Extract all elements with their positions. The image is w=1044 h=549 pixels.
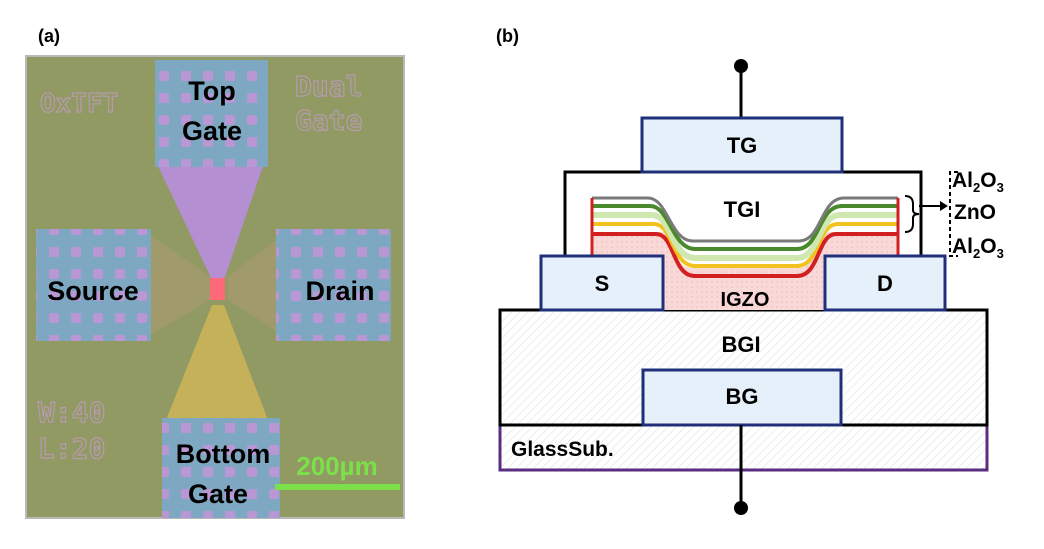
mask-text-width: W:40: [38, 396, 105, 429]
layer-light-green: [592, 212, 898, 261]
igzo-label: IGZO: [721, 289, 770, 311]
source-electrode-label: S: [595, 271, 610, 296]
bottom-gate-label-1: Bottom: [176, 439, 270, 469]
micrograph: OxTFT Dual Gate W:40 L:20 Top Gate Sourc…: [25, 55, 405, 519]
tg-label: TG: [727, 133, 758, 158]
al2o3-top-label: Al2O3: [952, 169, 1004, 195]
zno-label: ZnO: [954, 201, 996, 224]
channel: [210, 278, 225, 300]
top-gate-label-1: Top: [188, 76, 235, 106]
layer-gray: [592, 196, 898, 243]
top-gate-pad: [155, 60, 268, 167]
drain-label: Drain: [305, 276, 374, 306]
top-gate-trace: [158, 166, 263, 280]
bottom-gate-trace: [166, 305, 268, 420]
drain-pad: [276, 229, 391, 341]
cross-section: GlassSub. BGI BG TGI IGZO S D TG: [498, 59, 1004, 515]
glass-substrate-label: GlassSub.: [511, 438, 614, 461]
top-gate-label-2: Gate: [182, 116, 242, 146]
mask-text-oxtft: OxTFT: [40, 89, 118, 119]
bottom-gate-label-2: Gate: [188, 479, 248, 509]
bottom-gate-pad: [162, 418, 280, 518]
panel-a-label: (a): [38, 26, 60, 46]
stack-bracket: [949, 171, 958, 257]
top-terminal: [734, 59, 748, 73]
drain-electrode: [823, 254, 947, 312]
layer-green: [592, 204, 898, 251]
layer-red: [592, 232, 898, 278]
drain-electrode-label: D: [877, 271, 893, 296]
scale-bar: [275, 484, 400, 490]
bottom-terminal: [734, 501, 748, 515]
bg-electrode: [641, 368, 843, 427]
source-pad: [36, 229, 151, 341]
scale-bar-label: 200µm: [296, 451, 377, 481]
tgi-label: TGI: [724, 197, 761, 222]
mask-text-dual: Dual: [295, 70, 362, 103]
bgi-label: BGI: [721, 332, 760, 357]
tg-electrode: [640, 116, 844, 174]
glass-substrate: [498, 423, 989, 472]
source-electrode: [539, 254, 665, 312]
al2o3-bottom-label: Al2O3: [952, 235, 1004, 261]
panel-b-label: (b): [496, 26, 519, 46]
mask-text-gate: Gate: [295, 104, 362, 137]
mask-text-length: L:20: [38, 432, 105, 465]
bg-label: BG: [726, 384, 759, 409]
layer-yellow: [592, 222, 898, 268]
source-label: Source: [47, 276, 139, 306]
layer-brace: [904, 195, 920, 233]
